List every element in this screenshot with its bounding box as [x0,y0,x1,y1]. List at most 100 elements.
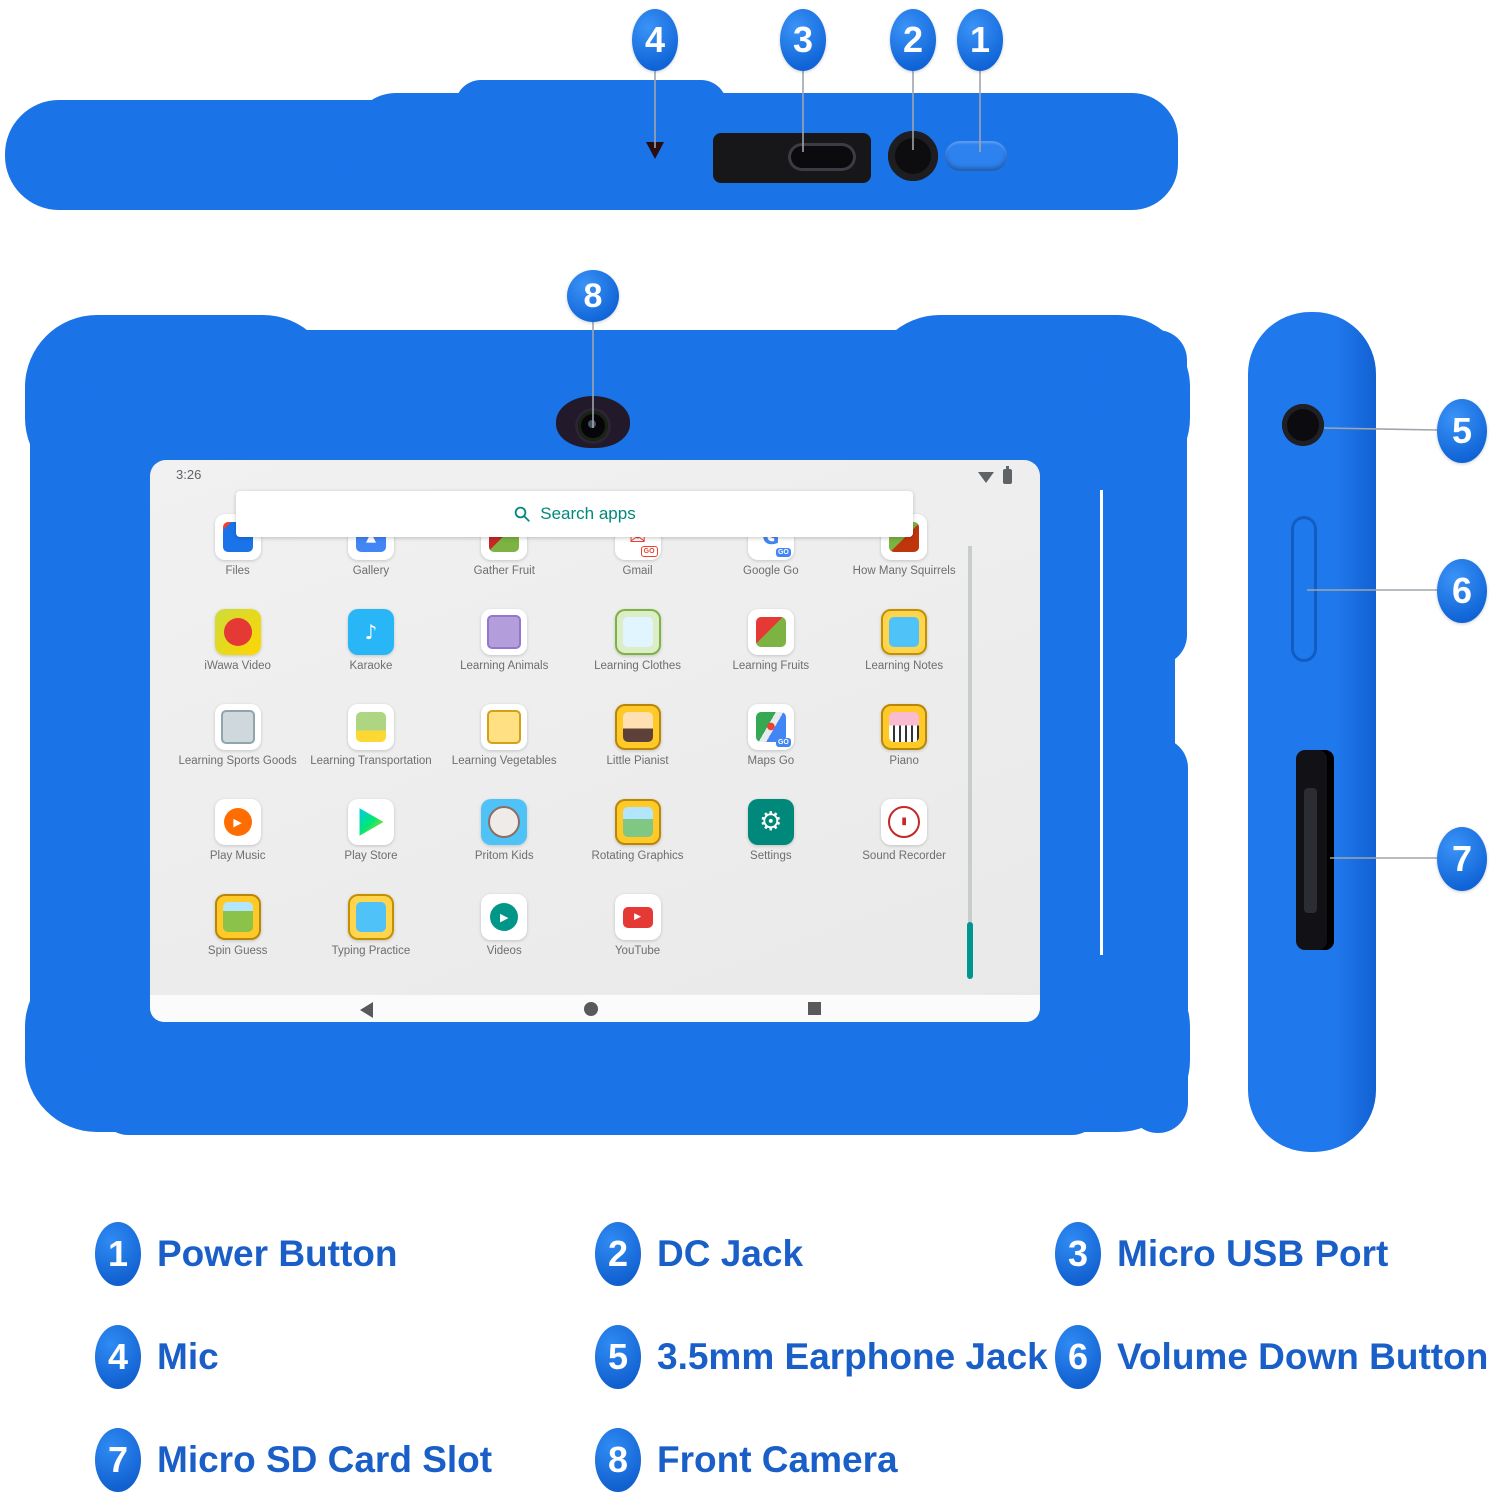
app-label: Play Store [344,850,398,862]
app-icon [347,894,394,940]
legend-label: Micro USB Port [1117,1233,1389,1274]
app-icon-art [487,710,522,744]
callout-5-earphone-jack: 5 [1437,399,1487,463]
app-sound-recorder[interactable]: ▮Sound Recorder [837,799,970,894]
app-icon [214,704,261,750]
app-icon-art [889,712,920,742]
gallery-glyph-icon: ▲ [365,529,376,545]
app-play-music[interactable]: ▶ Play Music [171,799,304,894]
app-spin-guess[interactable]: Spin Guess [171,894,304,989]
app-learning-notes[interactable]: Learning Notes [837,609,970,704]
app-icon [614,704,661,750]
legend-badge: 5 [595,1325,641,1389]
callout-number: 3 [792,19,814,60]
app-icon: ▶ [214,799,261,845]
app-label: Typing Practice [331,945,411,957]
go-badge: GO [775,737,791,747]
app-play-store[interactable]: Play Store [304,799,437,894]
callout-number: 8 [583,276,603,315]
callout-6-volume-down: 6 [1437,559,1487,623]
maps-go-glyph-icon: ● [766,721,776,732]
volume-down-button[interactable] [1291,516,1317,662]
app-icon [481,609,528,655]
app-rotating-graphics[interactable]: Rotating Graphics [571,799,704,894]
app-label: Play Music [209,850,266,862]
wifi-icon [978,472,994,483]
battery-icon [1006,466,1009,469]
earphone-jack[interactable] [1282,404,1324,446]
app-typing-practice[interactable]: Typing Practice [304,894,437,989]
app-icon-art [487,615,522,649]
app-learning-transportation[interactable]: Learning Transportation [304,704,437,799]
dc-jack[interactable] [888,131,938,181]
legend-badge: 3 [1055,1222,1101,1286]
app-icon-art [622,617,653,647]
legend-label: Front Camera [657,1439,898,1480]
legend-label: Micro SD Card Slot [157,1439,493,1480]
back-button[interactable] [360,1002,373,1018]
app-label: Learning Vegetables [451,755,557,767]
legend-badge: 4 [95,1325,141,1389]
app-icon-art: ▶ [223,808,252,836]
app-icon-art: ▶ [490,903,519,931]
app-label: YouTube [614,945,661,957]
callout-8-front-camera: 8 [567,270,619,322]
app-icon-art: ▮ [888,806,921,838]
legend-item-mic: 4 Mic [95,1325,219,1389]
app-icon-art [222,902,253,932]
app-learning-clothes[interactable]: Learning Clothes [571,609,704,704]
app-iwawa-video[interactable]: iWawa Video [171,609,304,704]
callout-3-micro-usb-port: 3 [780,9,826,71]
app-karaoke[interactable]: ♪Karaoke [304,609,437,704]
power-button[interactable] [945,141,1007,171]
legend-item-volume-down-button: 6 Volume Down Button [1055,1325,1488,1389]
app-settings[interactable]: ⚙ Settings [704,799,837,894]
app-youtube[interactable]: ▶ YouTube [571,894,704,989]
home-button[interactable] [584,1002,598,1016]
legend-label: Mic [157,1336,219,1377]
app-icon [614,609,661,655]
app-videos[interactable]: ▶ Videos [438,894,571,989]
tablet-side-edge [1248,312,1376,1152]
legend-badge: 1 [95,1222,141,1286]
search-apps-bar[interactable]: Search apps [236,491,913,537]
app-label: Gallery [352,565,390,577]
app-learning-animals[interactable]: Learning Animals [438,609,571,704]
app-piano[interactable]: Piano [837,704,970,799]
sd-card-edge [1304,788,1317,913]
callout-4-mic: 4 [632,9,678,71]
app-learning-vegetables[interactable]: Learning Vegetables [438,704,571,799]
scrollbar-track[interactable] [968,546,972,978]
micro-usb-port[interactable] [788,143,856,171]
app-learning-sports-goods[interactable]: Learning Sports Goods [171,704,304,799]
app-icon [347,704,394,750]
app-icon-art [622,807,653,837]
legend-item-dc-jack: 2 DC Jack [595,1222,803,1286]
callout-number: 7 [1451,838,1473,879]
app-little-pianist[interactable]: Little Pianist [571,704,704,799]
case-top-cover-bump [455,80,727,150]
app-icon-art [889,617,920,647]
app-label: Settings [750,850,792,862]
app-label: Learning Animals [460,660,549,672]
app-label: Spin Guess [207,945,268,957]
app-learning-fruits[interactable]: Learning Fruits [704,609,837,704]
app-label: Videos [486,945,522,957]
callout-number: 4 [644,19,666,60]
legend-label: Volume Down Button [1117,1336,1489,1377]
search-placeholder: Search apps [540,504,636,523]
app-icon: ⚙ [747,799,794,845]
app-label: Learning Notes [865,660,944,672]
legend-label: 3.5mm Earphone Jack [657,1336,1048,1377]
app-pritom-kids[interactable]: Pritom Kids [438,799,571,894]
sound-recorder-glyph-icon: ▮ [901,816,907,827]
app-icon-art [359,808,384,836]
legend-item-power-button: 1 Power Button [95,1222,397,1286]
recents-button[interactable] [808,1002,821,1015]
scrollbar-thumb[interactable] [967,922,973,979]
youtube-glyph-icon: ▶ [634,911,641,922]
